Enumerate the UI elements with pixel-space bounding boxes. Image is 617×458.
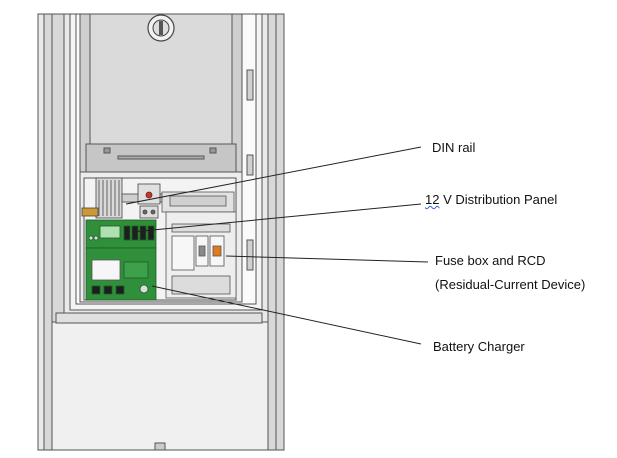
- leader-fuse-box: [225, 255, 429, 263]
- distribution-panel-text: V Distribution Panel: [439, 192, 558, 207]
- label-din-rail: DIN rail: [432, 140, 475, 156]
- battery-charger-text: Battery Charger: [433, 339, 525, 354]
- battery-charger: [85, 247, 157, 301]
- label-distribution-panel: 12 V Distribution Panel: [425, 192, 557, 208]
- distribution-panel-number: 12: [425, 192, 440, 207]
- label-battery-charger: Battery Charger: [433, 339, 525, 355]
- rcd-text: (Residual-Current Device): [435, 277, 586, 292]
- door-lock-icon: [147, 14, 175, 42]
- fuse-box-text: Fuse box and RCD: [435, 253, 546, 268]
- leader-distribution-panel: [131, 203, 422, 233]
- leader-din-rail: [125, 146, 422, 205]
- din-rail: [81, 177, 163, 219]
- label-fuse-box: Fuse box and RCD: [435, 253, 546, 269]
- label-rcd: (Residual-Current Device): [435, 277, 585, 293]
- din-rail-text: DIN rail: [432, 140, 476, 155]
- leader-lines: [125, 146, 429, 345]
- fuse-box-rcd: [161, 191, 237, 299]
- leader-battery-charger: [151, 285, 422, 345]
- distribution-panel: [85, 219, 157, 249]
